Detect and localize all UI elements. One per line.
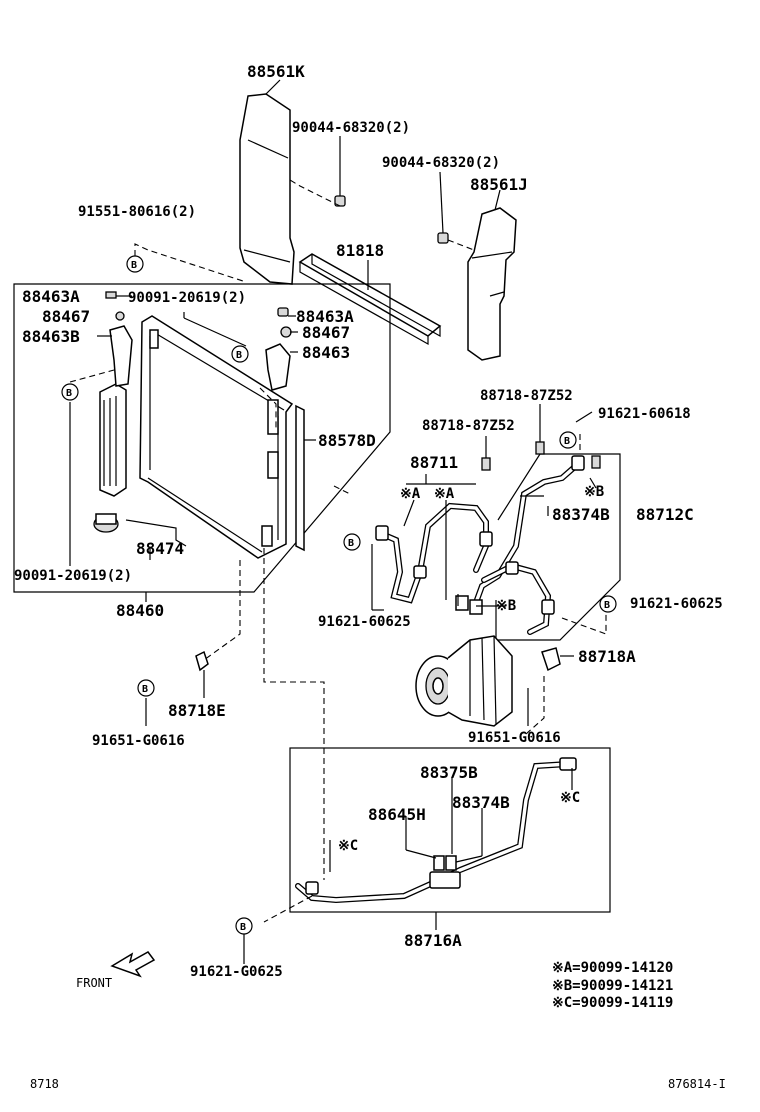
svg-text:B: B: [564, 436, 570, 447]
pipe-group-88716a: [289, 747, 611, 913]
bolt-icon: [437, 232, 449, 244]
label-88467-right: 88467: [302, 323, 350, 342]
label-88711: 88711: [410, 453, 458, 472]
pipe-88716a: [295, 757, 577, 904]
svg-text:B: B: [240, 922, 246, 933]
label-90091-20619-top: 90091-20619(2): [128, 290, 246, 306]
condenser-tank: [149, 329, 279, 547]
legend-c: ※C=90099-14119: [552, 995, 673, 1011]
clip-badge: B: [61, 383, 79, 401]
compressor: [415, 595, 513, 727]
label-88374b-top: 88374B: [552, 505, 610, 524]
bracket-88463b: [109, 325, 133, 387]
clip-badge: B: [235, 917, 253, 935]
label-88561j: 88561J: [470, 175, 528, 194]
leader-88561k: [265, 79, 281, 95]
bolt-icon: [105, 291, 289, 317]
hose-88711: [375, 502, 493, 604]
label-88463a-left: 88463A: [22, 287, 80, 306]
label-91551-80616: 91551-80616(2): [78, 204, 196, 220]
label-88463: 88463: [302, 343, 350, 362]
legend-b: ※B=90099-14121: [552, 978, 673, 994]
label-88561k: 88561K: [247, 62, 305, 81]
label-88718a: 88718A: [578, 647, 636, 666]
label-88463a-right: 88463A: [296, 307, 354, 326]
note-a-1: ※A: [400, 486, 421, 502]
drier-88474: [93, 383, 127, 533]
label-88463b: 88463B: [22, 327, 80, 346]
clip-badge: B: [126, 255, 144, 273]
bracket-88718a: [541, 647, 561, 672]
svg-text:B: B: [131, 260, 137, 271]
label-88474: 88474: [136, 539, 184, 558]
note-c-1: ※C: [560, 790, 580, 806]
label-91621-60625-right: 91621-60625: [630, 596, 723, 612]
label-88718-87z52-b: 88718-87Z52: [422, 418, 515, 434]
svg-text:B: B: [604, 600, 610, 611]
condenser-core: [139, 315, 294, 559]
note-b-2: ※B: [496, 598, 516, 614]
pipe-88712c: [471, 455, 585, 635]
clip-badge: B: [343, 533, 361, 551]
label-90044-68320-j: 90044-68320(2): [382, 155, 500, 171]
label-front: FRONT: [76, 976, 112, 990]
label-88718e: 88718E: [168, 701, 226, 720]
condenser-group-outline: [13, 283, 391, 593]
bracket-88463: [265, 343, 291, 391]
label-91621-60618: 91621-60618: [598, 406, 691, 422]
label-88375b: 88375B: [420, 763, 478, 782]
label-88467-left: 88467: [42, 307, 90, 326]
illustration-code: 876814-I: [668, 1077, 726, 1091]
label-88374b-bottom: 88374B: [452, 793, 510, 812]
label-90091-20619-bottom: 90091-20619(2): [14, 568, 132, 584]
svg-text:B: B: [348, 538, 354, 549]
shroud-88561k: [239, 93, 295, 285]
label-91621-60625-left: 91621-60625: [318, 614, 411, 630]
label-91621-g0625: 91621-G0625: [190, 964, 283, 980]
legend-a: ※A=90099-14120: [552, 960, 673, 976]
label-91651-g0616-right: 91651-G0616: [468, 730, 561, 746]
cushion-icon: [115, 311, 292, 338]
shroud-88561j: [467, 207, 517, 361]
clip-badge: B: [599, 595, 617, 613]
front-arrow-icon: [110, 951, 156, 978]
label-88712c: 88712C: [636, 505, 694, 524]
clip-badge: B: [231, 345, 249, 363]
seal-81818: [298, 253, 442, 346]
bracket-88718e: [195, 650, 209, 672]
clip-badge: B: [559, 431, 577, 449]
label-88460: 88460: [116, 601, 164, 620]
label-81818: 81818: [336, 241, 384, 260]
label-88718-87z52-a: 88718-87Z52: [480, 388, 573, 404]
label-91651-g0616-left: 91651-G0616: [92, 733, 185, 749]
label-88716a: 88716A: [404, 931, 462, 950]
clip-badge: B: [137, 679, 155, 697]
note-a-2: ※A: [434, 486, 455, 502]
note-c-2: ※C: [338, 838, 358, 854]
label-88578d: 88578D: [318, 431, 376, 450]
seal-88578d: [295, 404, 305, 552]
label-88645h: 88645H: [368, 805, 426, 824]
note-b-1: ※B: [584, 484, 604, 500]
label-90044-68320-k: 90044-68320(2): [292, 120, 410, 136]
svg-text:B: B: [66, 388, 72, 399]
svg-text:B: B: [236, 350, 242, 361]
page-code: 8718: [30, 1077, 59, 1091]
svg-text:B: B: [142, 684, 148, 695]
